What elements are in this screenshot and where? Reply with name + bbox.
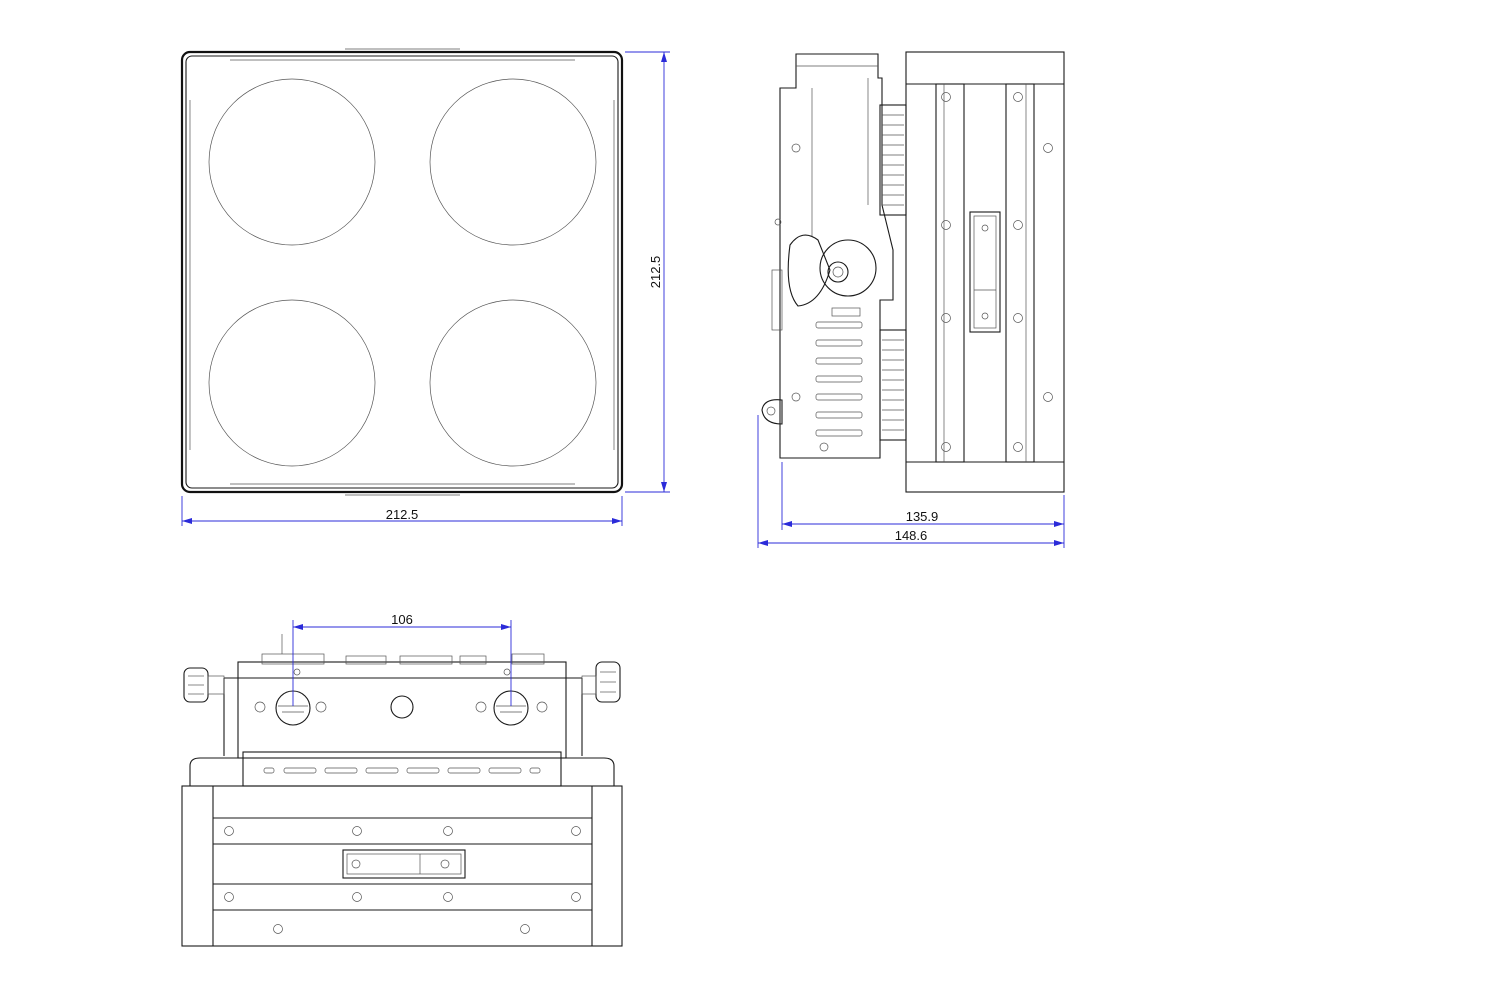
- housing-screws: [941, 92, 1053, 452]
- dimension-label-bottom-mount-spacing: 106: [391, 612, 413, 627]
- dimension-side-total-depth: 148.6: [757, 415, 1064, 548]
- rear-vent-slots: [815, 321, 863, 437]
- dimension-bottom-mount-spacing: 106: [292, 612, 512, 706]
- dimension-side-body-depth: 135.9: [781, 462, 1065, 548]
- dimension-front-width: 212.5: [181, 496, 623, 526]
- mount-left: [254, 690, 327, 726]
- heatsink-fins: [882, 114, 904, 431]
- tilt-lock-knob: [787, 234, 831, 307]
- yoke-screws: [774, 143, 829, 452]
- side-lock-knob-right: [581, 661, 621, 703]
- yoke-vent-slots: [263, 767, 541, 774]
- side-view: [761, 51, 1065, 493]
- front-view: [180, 48, 624, 496]
- dimension-label-front-width: 212.5: [386, 507, 419, 522]
- dimension-label-side-total-depth: 148.6: [895, 528, 928, 543]
- side-lock-knob-left: [183, 667, 225, 703]
- bottom-view: [181, 634, 623, 947]
- mount-right: [475, 690, 548, 726]
- dimension-label-side-body-depth: 135.9: [906, 509, 939, 524]
- housing-bottom-screws: [224, 826, 581, 934]
- dimension-label-front-height: 212.5: [648, 256, 663, 289]
- dimension-front-height: 212.5: [625, 51, 670, 493]
